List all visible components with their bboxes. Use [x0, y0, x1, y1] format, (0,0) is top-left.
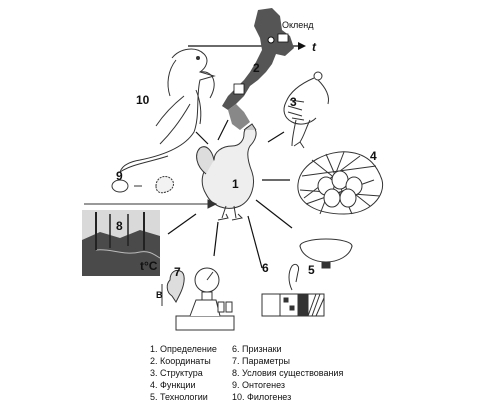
archaeopteryx-illustration: [119, 48, 216, 174]
bird-skeleton-illustration: [283, 71, 329, 149]
legend-item: 8. Условия существования: [232, 368, 344, 378]
legend-right: 6. Признаки 7. Параметры 8. Условия суще…: [232, 343, 343, 403]
label-3: 3: [290, 95, 297, 109]
label-10: 10: [136, 93, 150, 107]
legend-item: 1. Определение: [150, 344, 217, 354]
connector-lines: [167, 119, 293, 269]
legend-item: 6. Признаки: [232, 344, 282, 354]
legend-item: 4. Функции: [150, 380, 196, 390]
traits-strip: [261, 263, 325, 317]
label-6: 6: [262, 261, 269, 275]
legend-item: 9. Онтогенез: [232, 380, 285, 390]
auckland-marker: [267, 36, 275, 44]
scale-letter-label: B: [156, 290, 163, 300]
new-zealand-map: [222, 8, 294, 130]
legend-item: 3. Структура: [150, 368, 203, 378]
legend-left: 1. Определение 2. Координаты 3. Структур…: [150, 343, 217, 403]
ontogenesis-sequence: [84, 175, 218, 209]
label-4: 4: [370, 149, 377, 163]
legend-item: 10. Филогенез: [232, 392, 292, 402]
nest-illustration: [297, 151, 384, 215]
scales-illustration: [161, 267, 235, 331]
label-1: 1: [232, 177, 239, 191]
label-8: 8: [116, 219, 123, 233]
time-axis-label: t: [312, 40, 317, 54]
label-9: 9: [116, 169, 123, 183]
legend-item: 7. Параметры: [232, 356, 290, 366]
label-7: 7: [174, 265, 181, 279]
label-2: 2: [253, 61, 260, 75]
swamp-photo: [82, 210, 161, 276]
legend-item: 2. Координаты: [150, 356, 211, 366]
incubator-dish-illustration: [299, 238, 353, 269]
temperature-label: t°C: [140, 259, 158, 273]
label-5: 5: [308, 263, 315, 277]
chicken-illustration: [196, 123, 257, 221]
legend-item: 5. Технологии: [150, 392, 208, 402]
auckland-label: Окленд: [282, 20, 314, 30]
